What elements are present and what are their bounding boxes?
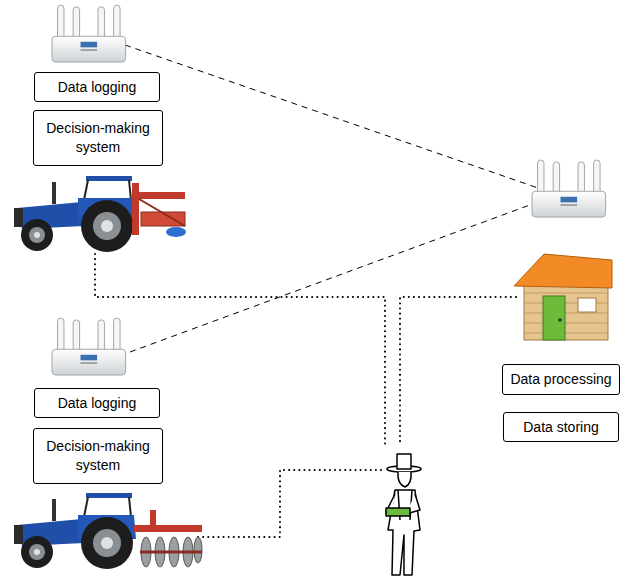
- process-box: Data logging: [34, 388, 160, 418]
- router-icon: [52, 5, 126, 62]
- farmer-figure: [386, 454, 421, 575]
- process-box: Data logging: [34, 72, 160, 102]
- box-label: Data logging: [58, 78, 137, 97]
- tractor-with-harrow: [14, 493, 202, 569]
- tractor-with-sprayer: [14, 176, 186, 252]
- local-link: [198, 470, 382, 537]
- box-label: Data logging: [58, 394, 137, 413]
- box-label: Decision-making system: [40, 437, 156, 475]
- box-label: Data storing: [523, 418, 598, 437]
- router-icon: [532, 160, 606, 217]
- house-icon: [514, 254, 612, 340]
- box-label: Decision-making system: [40, 119, 156, 157]
- local-link: [400, 297, 516, 445]
- process-box: Data storing: [503, 412, 619, 442]
- box-label: Data processing: [510, 370, 611, 389]
- router-icon: [52, 318, 126, 375]
- wireless-link: [130, 202, 538, 352]
- process-box: Data processing: [502, 364, 620, 395]
- process-box: Decision-making system: [33, 428, 163, 484]
- wireless-link: [125, 45, 538, 188]
- process-box: Decision-making system: [33, 110, 163, 166]
